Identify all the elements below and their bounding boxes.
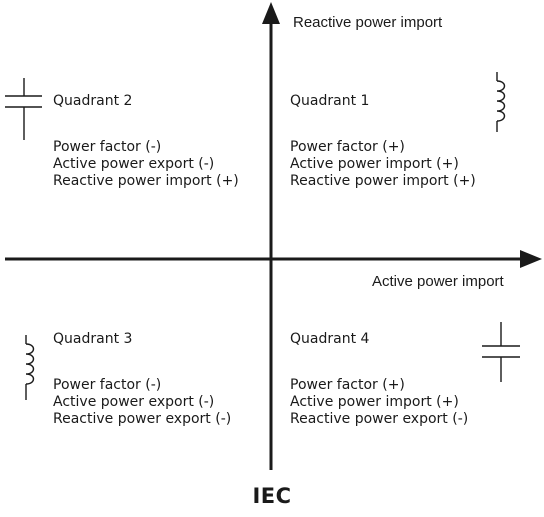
standard-label: IEC — [252, 484, 292, 508]
x-axis-arrowhead — [520, 250, 542, 268]
q2-capacitor-icon — [5, 78, 42, 140]
quadrant-3-power-factor: Power factor (-) — [53, 377, 162, 393]
quadrant-2-reactive-power: Reactive power import (+) — [53, 173, 239, 189]
quadrant-1-details: Power factor (+) Active power import (+)… — [290, 139, 476, 190]
y-axis-label: Reactive power import — [293, 14, 443, 31]
quadrant-2-title: Quadrant 2 — [53, 93, 133, 109]
quadrant-4-details: Power factor (+) Active power import (+)… — [290, 377, 468, 428]
quadrant-3-details: Power factor (-) Active power export (-)… — [53, 377, 231, 428]
x-axis-label: Active power import — [372, 273, 504, 290]
quadrant-3-title: Quadrant 3 — [53, 331, 133, 347]
quadrant-2-active-power: Active power export (-) — [53, 156, 215, 172]
quadrant-1-active-power: Active power import (+) — [290, 156, 459, 172]
quadrant-1-reactive-power: Reactive power import (+) — [290, 173, 476, 189]
quadrant-4-active-power: Active power import (+) — [290, 394, 459, 410]
quadrant-4-reactive-power: Reactive power export (-) — [290, 411, 469, 427]
quadrant-2-details: Power factor (-) Active power export (-)… — [53, 139, 239, 190]
y-axis-arrowhead — [262, 2, 280, 24]
quadrant-1-title: Quadrant 1 — [290, 93, 370, 109]
q1-inductor-icon — [496, 72, 506, 132]
quadrant-3-active-power: Active power export (-) — [53, 394, 215, 410]
quadrant-1-power-factor: Power factor (+) — [290, 139, 405, 155]
quadrant-3-reactive-power: Reactive power export (-) — [53, 411, 232, 427]
quadrant-4-power-factor: Power factor (+) — [290, 377, 405, 393]
quadrant-2-power-factor: Power factor (-) — [53, 139, 162, 155]
quadrant-4-title: Quadrant 4 — [290, 331, 370, 347]
q3-inductor-icon — [25, 335, 35, 400]
q4-capacitor-icon — [482, 322, 520, 382]
